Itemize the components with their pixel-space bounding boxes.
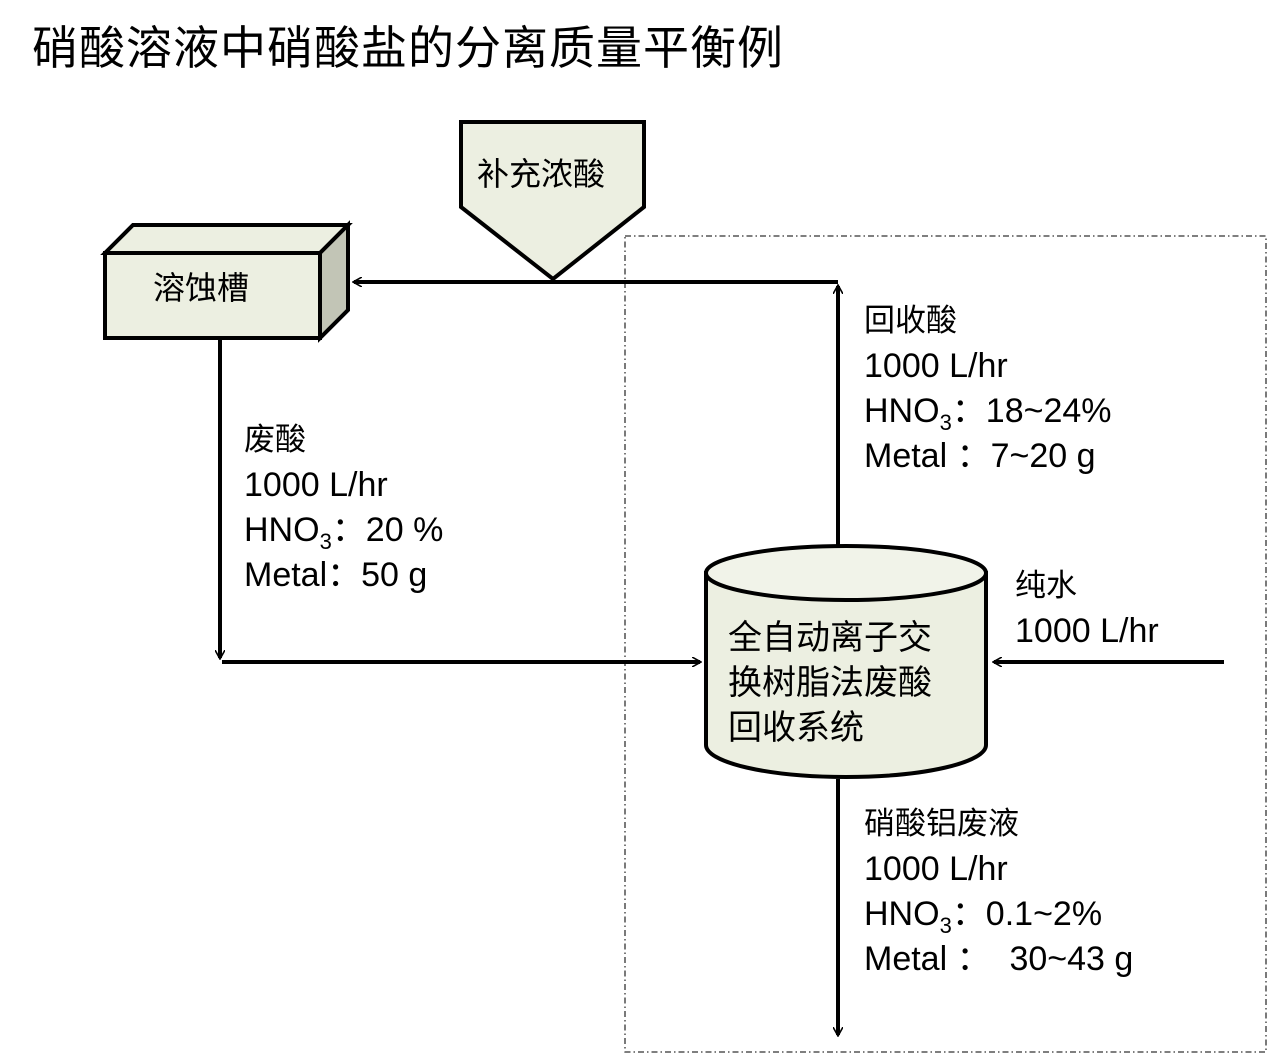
recovery-system-label-line: 全自动离子交 — [728, 618, 932, 658]
stream-flow: 1000 L/hr — [864, 347, 1008, 385]
cylinder-body — [704, 571, 988, 779]
etching-tank-front-face — [103, 251, 322, 340]
stream-metal: Metal ：7~20 g — [864, 434, 1112, 479]
hno3-subscript: 3 — [939, 913, 952, 938]
waste-acid-info: 废酸 1000 L/hr HNO3：20 % Metal：50 g — [244, 418, 443, 598]
metal-label: Metal — [244, 556, 328, 594]
metal-label: Metal — [864, 940, 948, 978]
stream-name: 硝酸铝废液 — [864, 806, 1019, 842]
recovery-system-label: 全自动离子交 换树脂法废酸 回收系统 — [728, 616, 968, 751]
hno3-label: HNO — [864, 392, 940, 430]
stream-name: 纯水 — [1015, 568, 1077, 604]
recovered-acid-info: 回收酸 1000 L/hr HNO3：18~24% Metal ：7~20 g — [864, 299, 1112, 479]
stream-flow: 1000 L/hr — [864, 850, 1008, 888]
hno3-value: ：20 % — [331, 511, 444, 549]
metal-value: ：50 g — [327, 556, 428, 594]
stream-hno3: HNO3：18~24% — [864, 389, 1112, 434]
stream-hno3: HNO3：0.1~2% — [864, 892, 1133, 937]
stream-name: 回收酸 — [864, 303, 957, 339]
stream-name: 废酸 — [244, 422, 306, 458]
stream-metal: Metal：50 g — [244, 553, 443, 598]
stream-flow: 1000 L/hr — [244, 466, 388, 504]
stream-metal: Metal ： 30~43 g — [864, 937, 1133, 982]
hno3-value: ：0.1~2% — [951, 895, 1103, 933]
hno3-label: HNO — [244, 511, 320, 549]
etching-tank-top-face — [100, 223, 353, 255]
metal-value: ：7~20 g — [947, 437, 1096, 475]
acid-supplement-shape[interactable] — [459, 120, 646, 282]
cylinder-top — [704, 544, 988, 602]
pure-water-info: 纯水 1000 L/hr — [1015, 564, 1159, 654]
hno3-label: HNO — [864, 895, 940, 933]
diagram-title: 硝酸溶液中硝酸盐的分离质量平衡例 — [32, 21, 784, 75]
etching-tank-box[interactable] — [100, 220, 353, 343]
recovery-system-label-line: 换树脂法废酸 — [728, 663, 932, 703]
acid-supplement-label: 补充浓酸 — [477, 155, 606, 193]
system-boundary-dashed — [624, 235, 1267, 1053]
hno3-value: ：18~24% — [951, 392, 1112, 430]
stream-flow: 1000 L/hr — [1015, 612, 1159, 650]
stream-hno3: HNO3：20 % — [244, 508, 443, 553]
metal-value: ： 30~43 g — [947, 940, 1134, 978]
hno3-subscript: 3 — [319, 529, 332, 554]
recovery-system-label-line: 回收系统 — [728, 708, 864, 748]
metal-label: Metal — [864, 437, 948, 475]
recovery-system-cylinder[interactable] — [704, 544, 988, 779]
hno3-subscript: 3 — [939, 410, 952, 435]
etching-tank-label: 溶蚀槽 — [153, 269, 250, 307]
aluminum-nitrate-waste-info: 硝酸铝废液 1000 L/hr HNO3：0.1~2% Metal ： 30~4… — [864, 802, 1133, 982]
